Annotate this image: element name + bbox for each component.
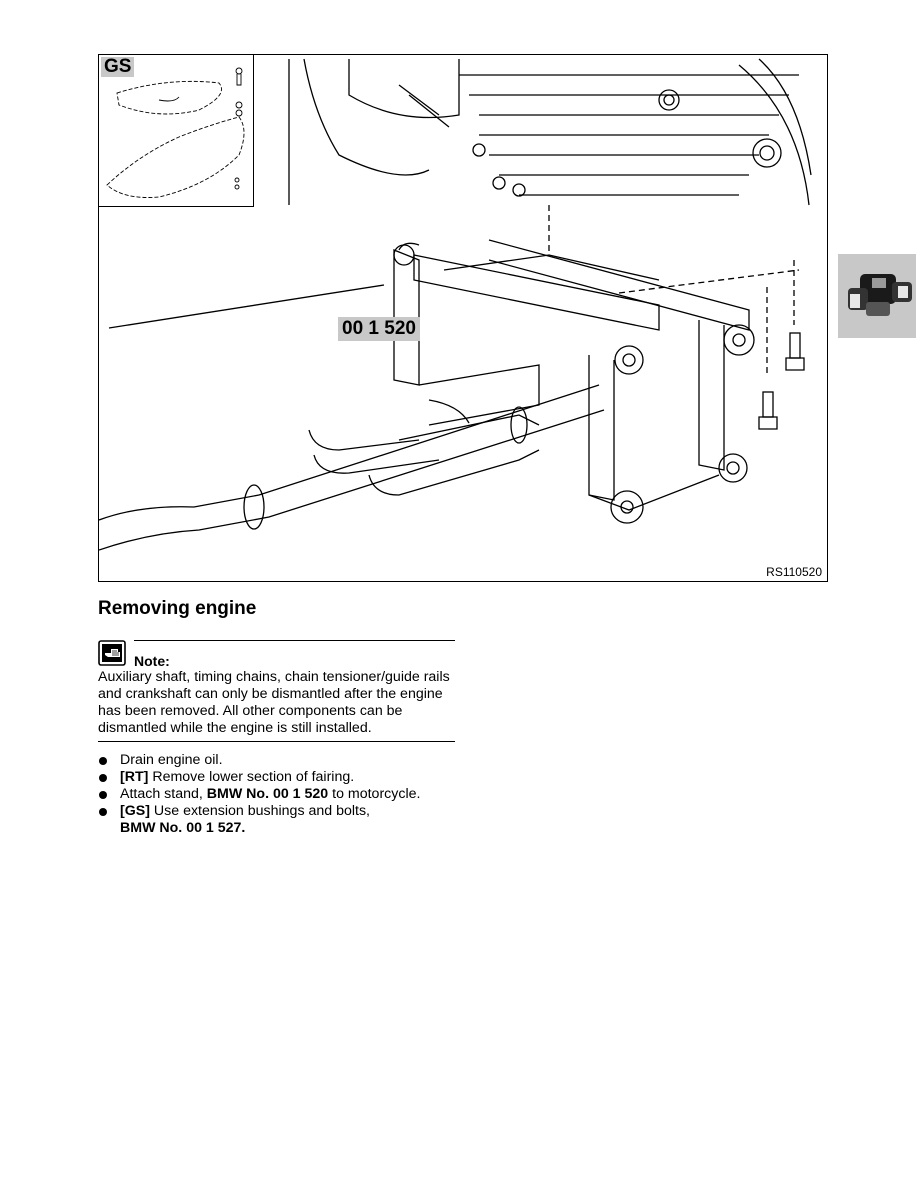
tool-number-label: 00 1 520 (338, 317, 420, 341)
engine-stand-illustration (99, 58, 812, 551)
step-text: Remove lower section of fairing. (148, 769, 355, 785)
bullet-icon (99, 808, 107, 816)
note-text: Auxiliary shaft, timing chains, chain te… (98, 669, 450, 736)
part-number: BMW No. 00 1 520 (206, 786, 329, 802)
note-top-rule (134, 640, 455, 641)
step-text: Attach stand, (120, 786, 207, 802)
model-tag: [RT] (120, 769, 149, 785)
section-title: Removing engine (98, 598, 257, 619)
part-number: BMW No. 00 1 527. (120, 820, 246, 836)
side-thumb-tab (838, 254, 916, 338)
step-text: to motorcycle. (328, 786, 421, 802)
inset-detail-panel: GS (99, 55, 254, 207)
inset-label: GS (101, 57, 135, 77)
engine-icon (848, 274, 912, 316)
engine-stand-figure: GS 00 1 520 RS110520 (98, 54, 828, 582)
list-item: [RT] Remove lower section of fairing. (98, 769, 518, 786)
bullet-icon (99, 757, 107, 765)
bullet-icon (99, 791, 107, 799)
list-item: [GS] Use extension bushings and bolts, B… (98, 803, 518, 837)
step-text: Drain engine oil. (120, 752, 223, 768)
step-text: Use extension bushings and bolts, (149, 803, 370, 819)
note-label: Note: (134, 653, 170, 669)
list-item: Attach stand, BMW No. 00 1 520 to motorc… (98, 786, 518, 803)
model-tag: [GS] (120, 803, 150, 819)
bullet-icon (99, 774, 107, 782)
note-bottom-rule (98, 741, 455, 742)
figure-code: RS110520 (766, 565, 822, 579)
note-hand-icon (98, 640, 126, 666)
procedure-steps: Drain engine oil. [RT] Remove lower sect… (98, 752, 518, 837)
fairing-detail-illustration (106, 67, 245, 198)
list-item: Drain engine oil. (98, 752, 518, 769)
